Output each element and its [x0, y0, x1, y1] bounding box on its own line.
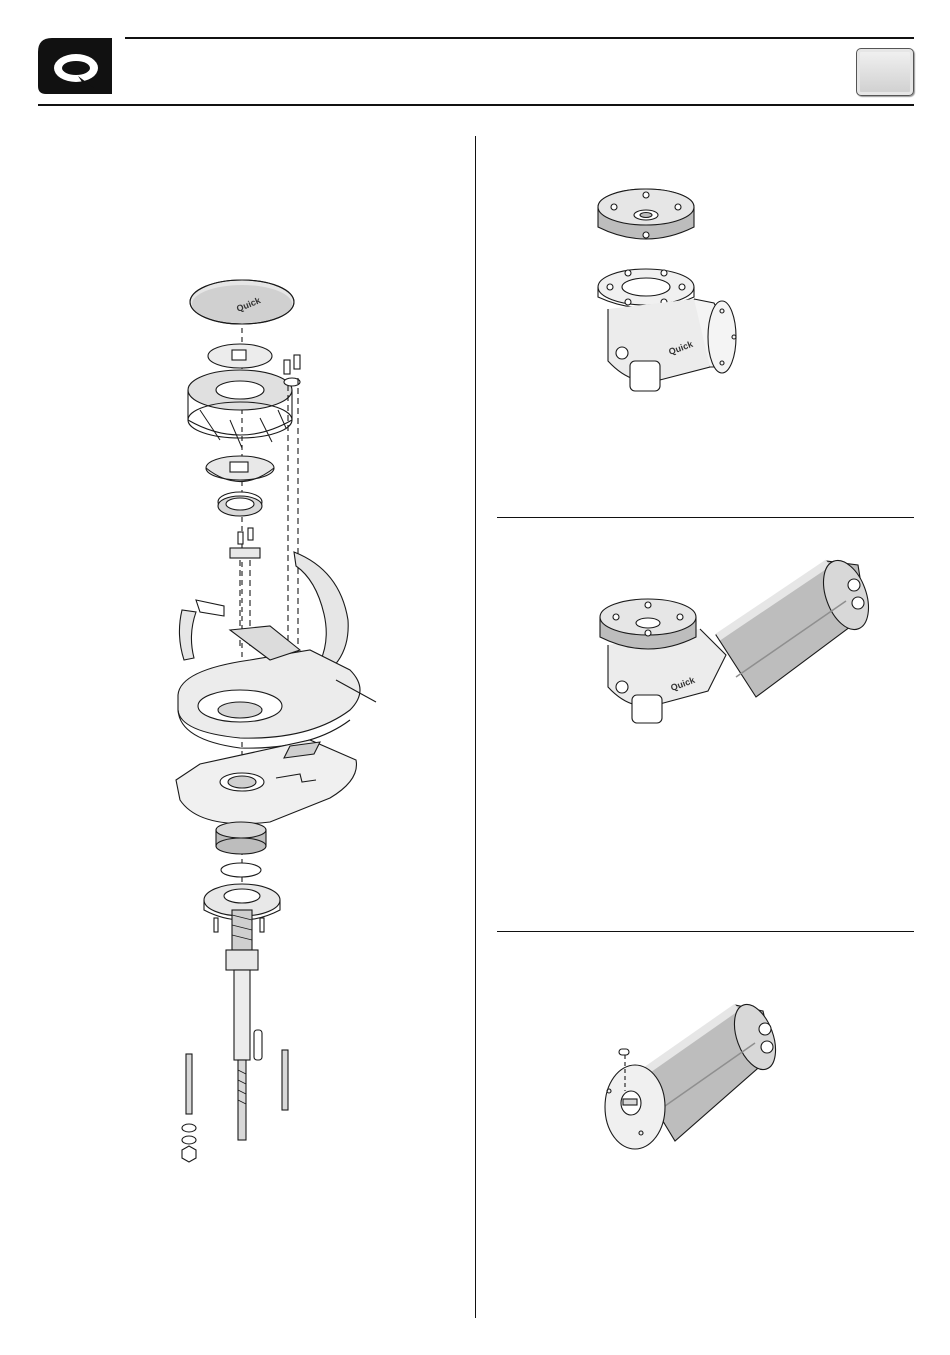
gearbox-motor-figure: Quick [596, 555, 886, 740]
header-bottom-rule [38, 104, 914, 106]
exploded-view-figure: Quick [160, 270, 400, 1175]
header-top-rule [125, 37, 914, 39]
section-rule-1 [497, 517, 914, 518]
language-box [856, 48, 914, 96]
logo-icon [38, 38, 112, 94]
gearbox-flange-figure: Quick [590, 185, 760, 410]
motor-figure [595, 995, 795, 1160]
column-divider [475, 136, 476, 1318]
section-rule-2 [497, 931, 914, 932]
